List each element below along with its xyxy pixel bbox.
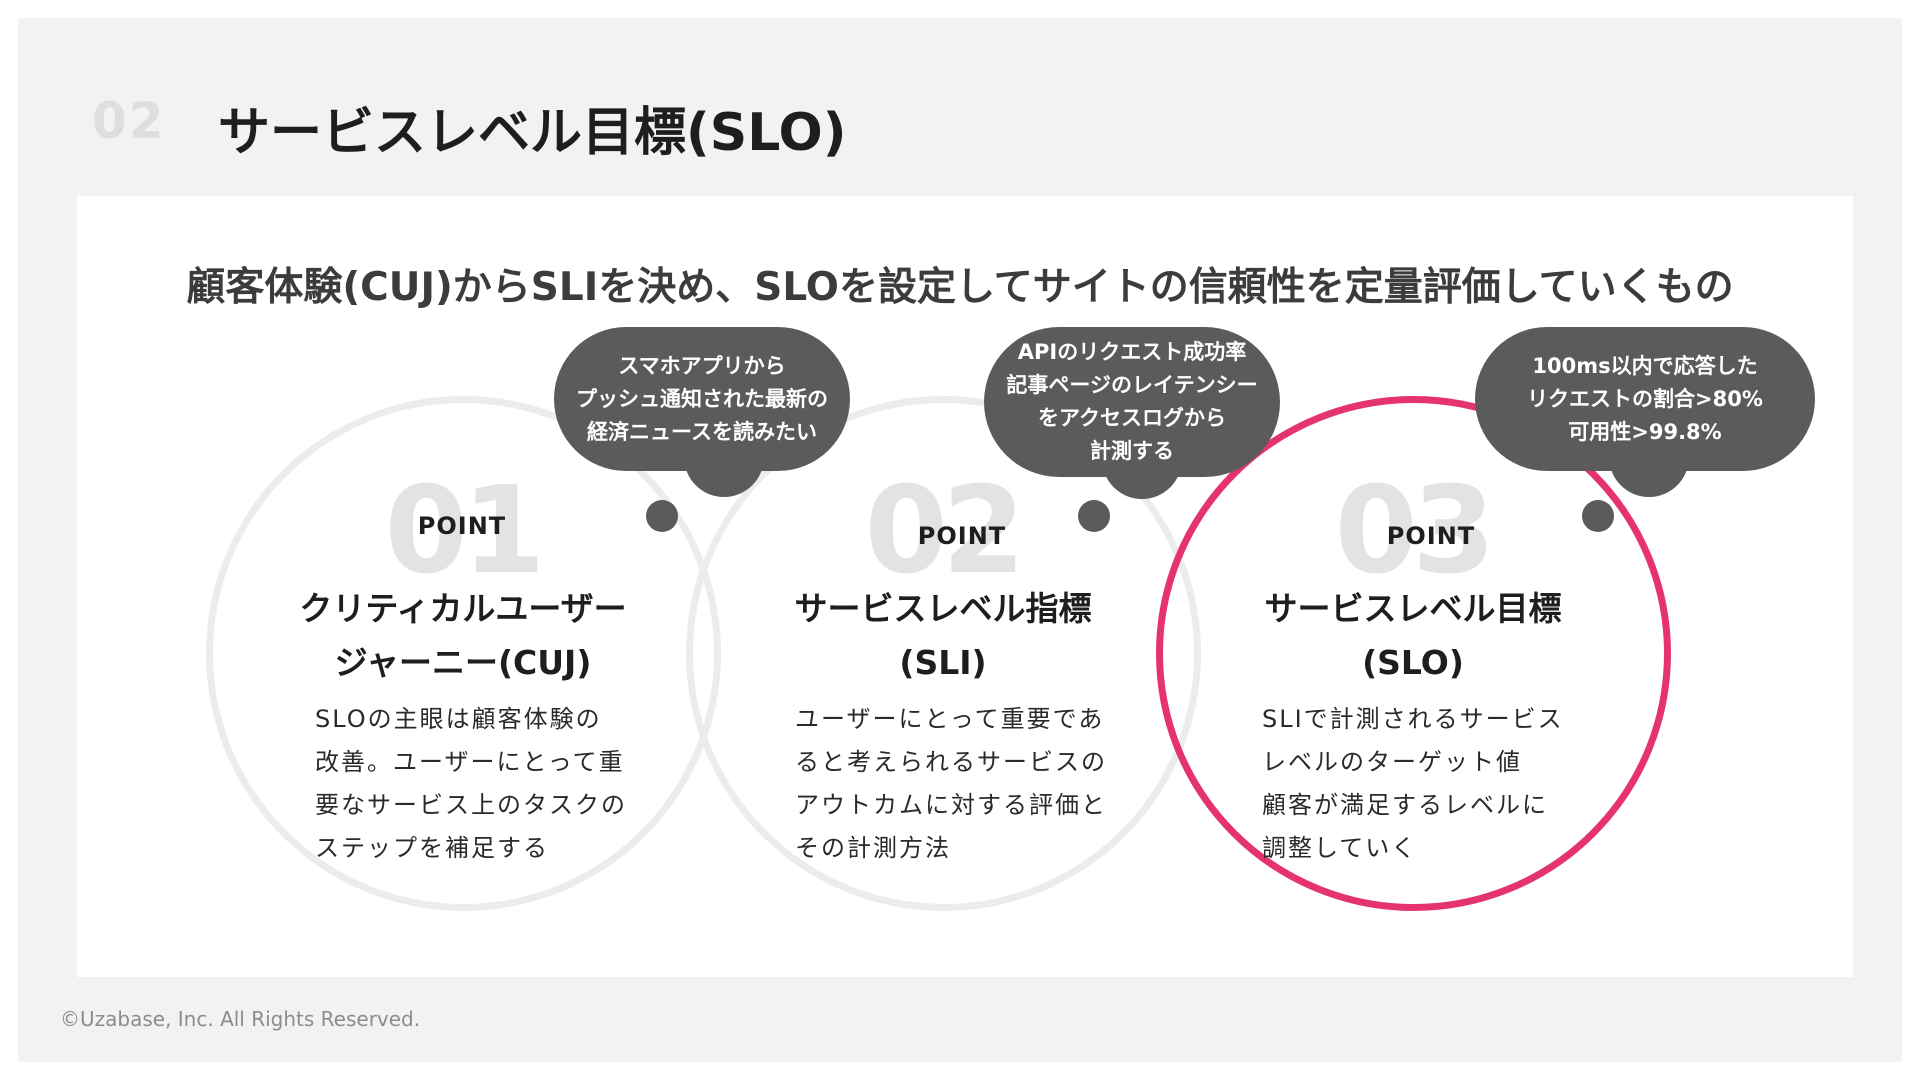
card-body-sli: ユーザーにとって重要であ ると考えられるサービスの アウトカムに対する評価と そ…	[795, 705, 1107, 862]
bubble-text-cuj: スマホアプリから プッシュ通知された最新の 経済ニュースを読みたい	[576, 353, 828, 444]
bubble-dot	[1582, 500, 1614, 532]
bubble-dot	[1078, 500, 1110, 532]
card-number-01: 01	[384, 462, 546, 601]
card-title-sli: サービスレベル指標 (SLI)	[794, 589, 1092, 682]
card-title-slo: サービスレベル目標 (SLO)	[1264, 589, 1562, 682]
page-title: サービスレベル目標(SLO)	[218, 103, 847, 163]
card-number-02: 02	[864, 462, 1026, 601]
circle-slo	[1156, 396, 1671, 911]
bubble-text-sli: APIのリクエスト成功率 記事ページのレイテンシー をアクセスログから 計測する	[1006, 340, 1258, 463]
example-bubble-slo: 100ms以内で応答した リクエストの割合>80% 可用性>99.8%	[1475, 327, 1815, 497]
card-number-03: 03	[1334, 462, 1496, 601]
point-label: POINT	[917, 522, 1007, 550]
section-number: 02	[92, 92, 166, 150]
card-body-cuj: SLOの主眼は顧客体験の 改善。ユーザーにとって重 要なサービス上のタスクの ス…	[315, 705, 627, 862]
point-label: POINT	[417, 512, 507, 540]
footer-copyright: ©Uzabase, Inc. All Rights Reserved.	[60, 1007, 421, 1031]
subtitle: 顧客体験(CUJ)からSLIを決め、SLOを設定してサイトの信頼性を定量評価して…	[186, 265, 1734, 310]
point-label: POINT	[1386, 522, 1476, 550]
example-bubble-sli: APIのリクエスト成功率 記事ページのレイテンシー をアクセスログから 計測する	[984, 327, 1280, 499]
bubble-text-slo: 100ms以内で応答した リクエストの割合>80% 可用性>99.8%	[1527, 353, 1763, 444]
card-body-slo: SLIで計測されるサービス レベルのターゲット値 顧客が満足するレベルに 調整し…	[1262, 705, 1564, 862]
card-title-cuj: クリティカルユーザー ジャーニー(CUJ)	[299, 589, 627, 682]
example-bubble-cuj: スマホアプリから プッシュ通知された最新の 経済ニュースを読みたい	[554, 327, 850, 497]
bubble-dot	[646, 500, 678, 532]
